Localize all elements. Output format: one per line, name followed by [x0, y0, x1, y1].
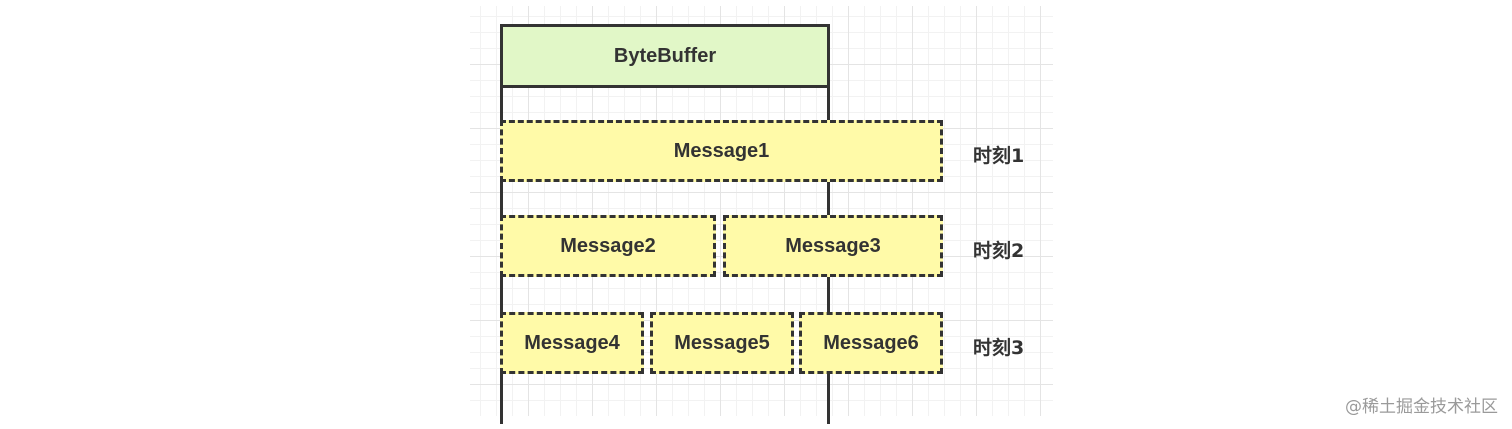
message-box-1: Message1	[500, 120, 943, 182]
message-box-5: Message5	[650, 312, 794, 374]
bytebuffer-header: ByteBuffer	[500, 24, 830, 88]
message-box-4: Message4	[500, 312, 644, 374]
message-box-2: Message2	[500, 215, 716, 277]
watermark: @稀土掘金技术社区	[1345, 397, 1498, 417]
time-label-1: 时刻1	[973, 145, 1025, 167]
message-box-6: Message6	[799, 312, 943, 374]
message-box-3: Message3	[723, 215, 943, 277]
time-label-2: 时刻2	[973, 240, 1025, 262]
time-label-3: 时刻3	[973, 337, 1025, 359]
